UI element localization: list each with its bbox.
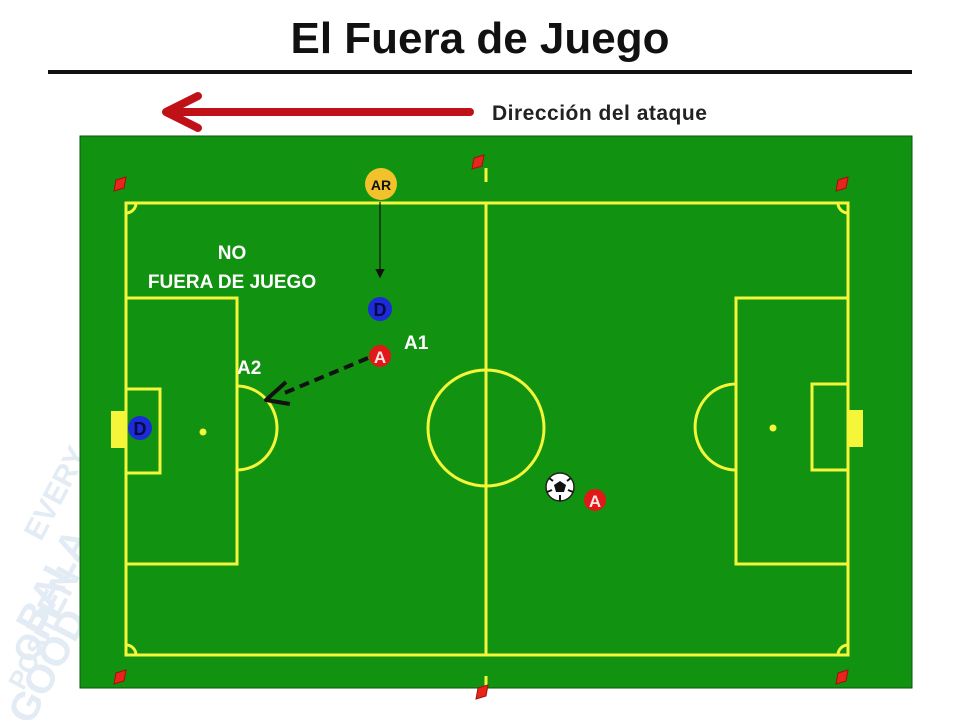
attack-direction-label: Dirección del ataque [492,102,708,125]
flag-icon [835,669,849,685]
defender-label: D [374,300,387,320]
right-goal [848,410,863,447]
attacker-a1-marker: A [369,345,391,367]
left-penalty-spot [199,428,207,436]
goalkeeper-defender-marker: D [128,416,152,440]
title-underline [48,70,912,74]
flag-icon [113,176,127,192]
page-title: El Fuera de Juego [290,14,670,63]
goalkeeper-defender-label: D [134,419,147,439]
attacker-label: A [589,492,601,511]
right-penalty-arc [693,382,737,472]
corner-arc-top-right [836,202,849,215]
left-goal [111,411,126,448]
defender-marker: D [368,297,392,321]
flag-icon [471,154,485,170]
annotation-line1: NO [218,243,247,264]
attack-direction-arrow [162,92,474,132]
corner-arc-top-left [125,202,138,215]
label-a2: A2 [237,358,261,379]
pitch-surface [79,135,913,689]
soccer-ball-icon [545,472,575,502]
flag-icon [475,684,489,700]
center-circle [426,368,546,488]
label-a1: A1 [404,333,429,354]
annotation-line2: FUERA DE JUEGO [148,272,316,293]
attacker-marker: A [584,489,606,511]
left-penalty-arc [236,384,279,472]
corner-arc-bottom-left [125,643,138,656]
right-penalty-spot [769,424,777,432]
assistant-referee-label: AR [371,177,391,193]
flag-icon [113,669,127,685]
flag-icon [835,176,849,192]
corner-arc-bottom-right [836,643,849,656]
attacker-a1-label: A [374,348,386,367]
assistant-referee-marker: AR [365,168,397,200]
pass-arrow [264,356,369,406]
